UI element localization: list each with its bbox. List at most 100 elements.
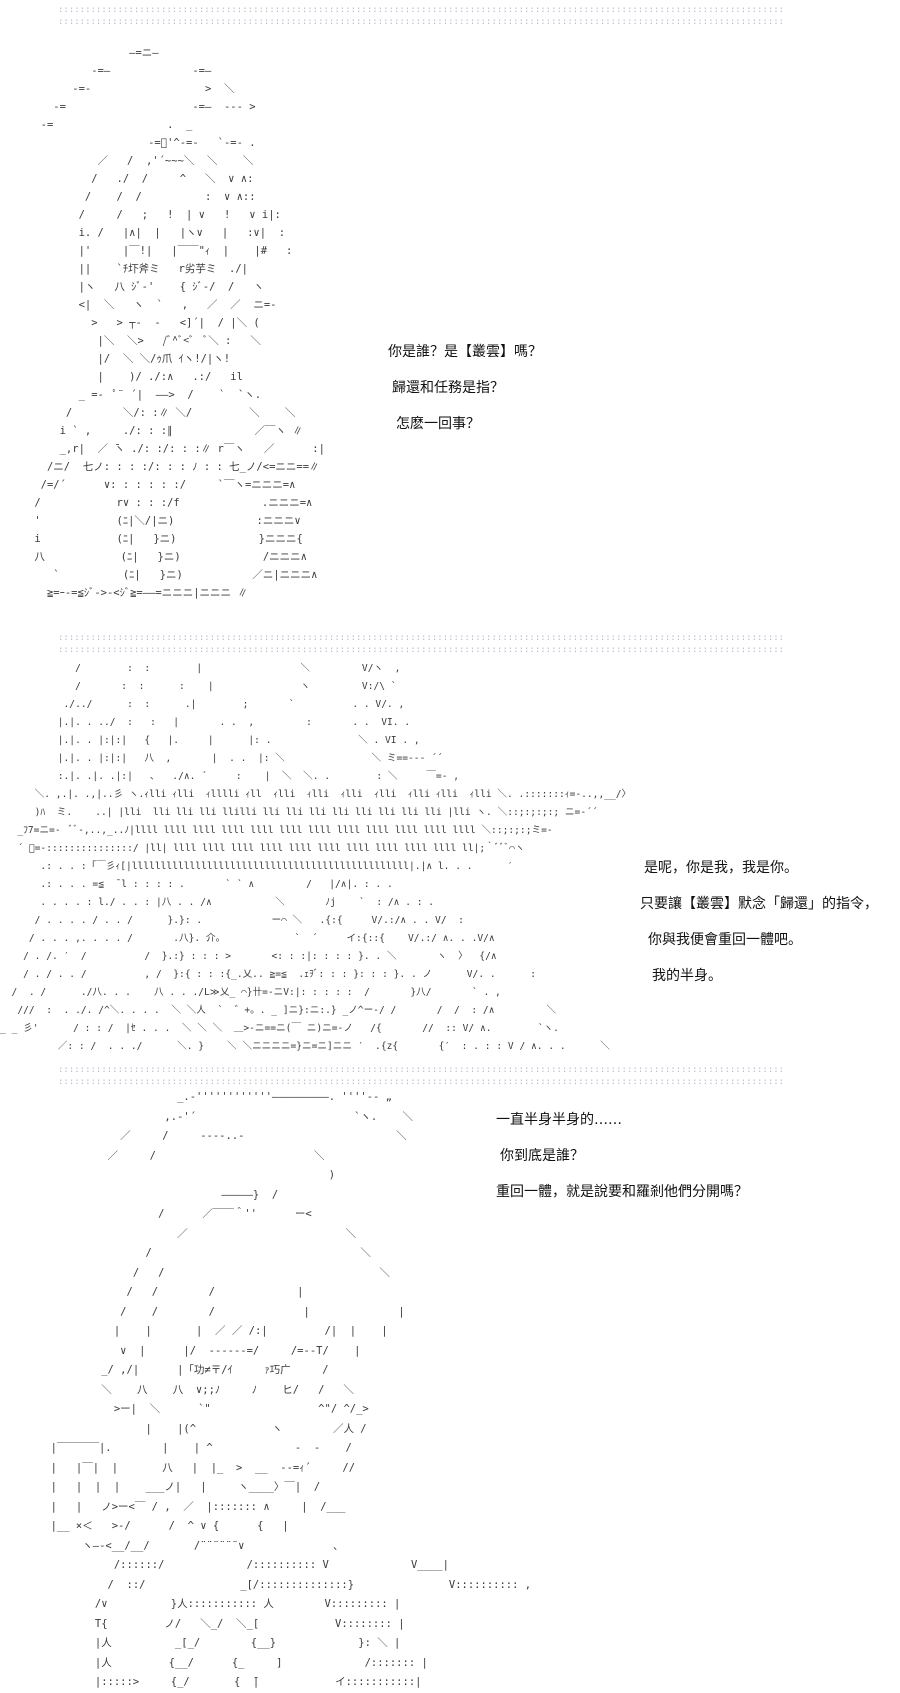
dialogue-line: 是呢，你是我，我是你。 xyxy=(644,860,798,876)
ascii-art-line: / ／￣￣＾'' ー< xyxy=(38,1208,312,1220)
ascii-art-line: |/ ＼ ＼/ｩ爪 ｲヽ!/|ヽ! xyxy=(28,353,237,365)
ascii-art-line: |__ ×＜ >-/ / ^ ∨ { { | xyxy=(38,1520,289,1532)
ascii-art-line: _.-''''''''''''―――――――――. ''''‐‐ „ xyxy=(38,1091,393,1103)
ascii-art-line: /=/´ ∨: : : : : :/ `￣ヽ=ニニニ=∧ xyxy=(28,479,296,491)
ascii-art-line: >ー| ＼ `" ^"/ ^/_> xyxy=(38,1403,369,1415)
ascii-art-line: / / / : ∨ ∧:: xyxy=(28,191,256,203)
ascii-art-line: i. / |∧| | |ヽ∨ | :∨| : xyxy=(28,227,286,239)
ascii-art-line: |人 _[_/ {__} }: ＼ | xyxy=(38,1637,401,1649)
dialogue-panel-3: 一直半身半身的…… 你到底是誰？ 重回一體，就是說要和羅剎他們分開嗎？ xyxy=(496,1102,748,1210)
ascii-art-line: / . / . . / , / }:{ : : :{_.乂.. ≧=≦ .ｪｦﾞ… xyxy=(0,969,537,980)
ascii-art-line: . . . . : l./ . . : |八 . . /∧ ＼ ﾉj ` : /… xyxy=(0,897,435,908)
dialogue-panel-1: 你是誰？是【叢雲】嗎？ 歸還和任務是指？ 怎麽一回事？ xyxy=(388,334,542,442)
ascii-art-line: -= . _ xyxy=(28,119,193,131)
ascii-art-line: | | | | ___ノ| | ヽ____〉￣| / xyxy=(38,1481,321,1493)
ascii-art-line: / ＼ xyxy=(38,1247,371,1259)
ascii-art-line: |' |￣!| |￣￣"ｨ | |# : xyxy=(28,245,293,257)
ascii-art-line: ' (ﾆ|＼/|ニ) :ニニニ∨ xyxy=(28,515,301,527)
ascii-art-line: _ =- ﾟ¨ ´| ――> / ` `ヽ. xyxy=(28,389,262,401)
ascii-art-line: ∨ | |/ ‐-----=/ /=‐-T/ | xyxy=(38,1344,361,1357)
ascii-art-line: T{ ノ/ ＼_/ ＼_[ V:::::::: | xyxy=(38,1617,405,1630)
ascii-art-line: > > ┬- ‐ <]´| / |＼ ( xyxy=(28,317,260,329)
ascii-art-line: / r∨ : : :/f .ニニニ=∧ xyxy=(28,497,313,509)
ascii-art-line: / : : | ＼ V/ヽ , xyxy=(0,663,401,674)
ascii-art-line: |:::::> {_/ { ̄| イ:::::::::::| xyxy=(38,1676,422,1688)
ascii-art-line: / : : : | ヽ V:/\ ` xyxy=(0,681,397,692)
ascii-art-line: | |￣| | 八 | |_ > __ --=ｨ´ // xyxy=(38,1461,356,1474)
ascii-art-line: ) xyxy=(38,1169,336,1181)
ascii-art-line: ／ ＼ xyxy=(38,1227,357,1240)
dialogue-line: 只要讓【叢雲】默念「歸還」的指令， xyxy=(640,896,878,912)
ascii-art-line: <| ＼ ヽ ` , ／ ／ ニ=‐ xyxy=(28,299,277,311)
ascii-art-line: |ヽ 八 ｼﾞ‐' { ｼﾞ‐/ / ヽ xyxy=(28,281,264,293)
ascii-art-line: / ::/ _[/::::::::::::::} V:::::::::: , xyxy=(38,1578,532,1591)
ascii-art-character-1: —=ニ— -=— -=— -=- > ＼ -= -=— ‐-‐ > -= . _… xyxy=(28,44,325,602)
ascii-art-line: / ./ / ^ ＼ ∨ ∧: xyxy=(28,173,254,185)
dialogue-line: 歸還和任務是指？ xyxy=(392,380,504,396)
ascii-art-line: -=- > ＼ xyxy=(28,83,235,95)
ascii-art-line: —=ニ— xyxy=(28,47,159,59)
ascii-art-line: i (ﾆ| }ニ) }ニニニ{ xyxy=(28,533,303,545)
ascii-art-line: _/ ,/| |「功≠〒/ｲ ｧ巧广 / xyxy=(38,1364,329,1376)
ascii-art-line: .: . . :「￣彡ｨ[|llllllllllllllllllllllllll… xyxy=(0,861,513,872)
ascii-art-line: _ _ 彡' / : : / |ｾ . . . ＼ ＼ ＼ ＿>‐ニ==ニ(￣ … xyxy=(0,1023,559,1034)
ascii-art-line: ／ / ＼ xyxy=(38,1149,325,1162)
ascii-art-line: |人 {__/ {_ ] /::::::: | xyxy=(38,1656,428,1669)
dialogue-line: 你到底是誰？ xyxy=(500,1148,584,1164)
ascii-art-line: / / ; ! | ∨ ! ∨ i|: xyxy=(28,209,281,221)
ascii-art-line: | | | ／ ／ /:| /| | | xyxy=(38,1325,388,1337)
dialogue-line: 我的半身。 xyxy=(652,968,722,984)
ascii-art-line: -=ﾞ'^-=- `-=- . xyxy=(28,137,256,149)
ascii-art-line: -= -=— ‐-‐ > xyxy=(28,101,256,113)
ascii-art-line: ―――――} / xyxy=(38,1188,279,1201)
ascii-art-line: )ﾊ ミ. ..| |lli lli lli lli llilli lli ll… xyxy=(0,807,598,818)
dialogue-line: 怎麽一回事？ xyxy=(396,416,480,432)
ascii-art-line: ´ ﾞ=-:::::::::::::::/ |ll| llll llll lll… xyxy=(0,843,525,854)
ascii-art-line: ／: : / . . ./ ＼. } ＼ ＼ニニニニ=}ニ=ニ]ニニ ′ .{z… xyxy=(0,1041,610,1052)
ascii-art-line: /::::::/ /:::::::::: V V____| xyxy=(38,1559,449,1571)
ascii-art-line: | |(^ ヽ ／人 / xyxy=(38,1422,367,1435)
ascii-art-line: ＼ 八 八 ∨;;ﾉ ﾉ ヒ/ / ＼ xyxy=(38,1383,354,1396)
ascii-art-line: / / ＼ xyxy=(38,1266,390,1279)
ascii-art-line: /∨ }人::::::::::: 人 V::::::::: | xyxy=(38,1598,401,1610)
ascii-art-line: -=— -=— xyxy=(28,65,212,77)
panel-3: _.-''''''''''''―――――――――. ''''‐‐ „ ,.-'´… xyxy=(0,1088,900,1688)
ascii-art-line: ≧=ｰ‐=≦ｼﾞ‐>‐<ｼﾞ≧=――=ニニニ|ニニニ ∥ xyxy=(28,587,248,599)
ascii-art-figure-dark: / : : | ＼ V/ヽ , / : : : | ヽ V:/\ ` ./../… xyxy=(0,660,631,1056)
ascii-art-line: ,.-'´ `ヽ. ＼ xyxy=(38,1110,414,1123)
panel-2: / : : | ＼ V/ヽ , / : : : | ヽ V:/\ ` ./../… xyxy=(0,660,900,1060)
ascii-art-line: ／ / ----..- ＼ xyxy=(38,1130,407,1142)
ascii-art-line: / . . . . / . . / }.}: . ー⌒ ＼ .{:{ V/.:/… xyxy=(0,915,464,926)
ascii-art-line: / / / | | xyxy=(38,1305,405,1318)
ascii-art-line: / . /. ′ / / }.:} : : : > <: : :|: : : :… xyxy=(0,951,497,962)
dialogue-panel-2: 是呢，你是我，我是你。 只要讓【叢雲】默念「歸還」的指令， 你與我便會重回一體吧… xyxy=(640,850,878,994)
ascii-art-line: / ＼/: :∥ ＼/ ＼ ＼ xyxy=(28,407,296,419)
ascii-art-line: ヽ―-<__/__/ /¨¨¨¨¨¨∨ 、 xyxy=(38,1539,344,1552)
ascii-art-line: |.|. . |:|:| 八 , | . . |: ＼ ＼ ミ==‐‐‐ ´´ xyxy=(0,753,443,764)
ascii-art-line: _ﾌ7=ニ=- ﾞﾞ-,..,_..ﾉ|llll llll llll llll … xyxy=(0,825,553,836)
ascii-art-line: .: . . . =≦ ̄ l : : : : . ` ` ∧ / |/∧|. … xyxy=(0,879,393,890)
panel-separator-bottom-row2: ::::::::::::::::::::::::::::::::::::::::… xyxy=(58,1077,785,1087)
dialogue-line: 你是誰？是【叢雲】嗎？ xyxy=(388,344,542,360)
panel-separator-top-row2: ::::::::::::::::::::::::::::::::::::::::… xyxy=(58,17,785,27)
ascii-art-line: |￣￣￣￣|. | | ^ - - / xyxy=(38,1442,352,1454)
panel-separator-bottom: ::::::::::::::::::::::::::::::::::::::::… xyxy=(58,1065,785,1075)
ascii-art-line: ./../ : : .| ; ` . . V/. , xyxy=(0,699,405,710)
ascii-art-line: / . / ./八. . . 八 . . ./L≫乂_ ⌒}卄=‐ニV:|: :… xyxy=(0,987,501,998)
ascii-art-line: | | ノ>ー<￣ / , ／ |::::::: ∧ | /___ xyxy=(38,1500,346,1513)
panel-separator-middle: ::::::::::::::::::::::::::::::::::::::::… xyxy=(58,633,785,643)
ascii-art-line: / / / | xyxy=(38,1286,304,1298)
ascii-art-line: |.|. . |:|:| { |. | |: . ＼ . VI . , xyxy=(0,735,420,746)
ascii-art-line: || `ﾁ圷斧ミ r劣芋ミ ./| xyxy=(28,263,248,275)
dialogue-line: 一直半身半身的…… xyxy=(496,1112,622,1128)
ascii-art-line: ＼. ,.|. .,|..彡 ヽ.ｨlli ｨlli ｨlllli ｨll ｨl… xyxy=(0,789,632,800)
ascii-art-line: :.|. .|. .|:| ､ ./∧. ´ : | ＼ ＼. . : ＼ ￣=… xyxy=(0,771,460,782)
ascii-art-line: _,r| ／ ̄ヽ ./: :/: : :∥ r￣ヽ ／ :| xyxy=(28,443,325,455)
ascii-art-line: |.|. . ../ : : | . . , : . . VI. . xyxy=(0,717,411,728)
ascii-art-line: / . . . ,. . . . / .八}. 介。 ` ´ イ:{::{ V/… xyxy=(0,933,495,944)
panel-separator-top: ::::::::::::::::::::::::::::::::::::::::… xyxy=(58,5,785,15)
ascii-art-line: ／ / ,'´~~~＼ ＼ ＼ xyxy=(28,155,254,167)
dialogue-line: 你與我便會重回一體吧。 xyxy=(648,932,802,948)
ascii-art-line: ` (ﾆ| }ニ) ／ニ|ニニニ∧ xyxy=(28,569,318,581)
ascii-art-line: 八 (ﾆ| }ニ) /ニニニ∧ xyxy=(28,551,308,563)
